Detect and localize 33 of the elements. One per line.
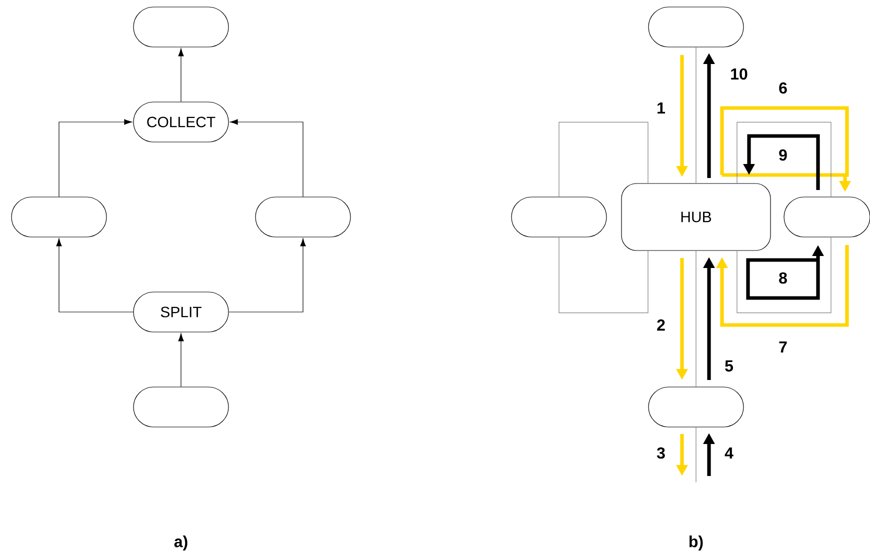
panel-label: a)	[174, 536, 188, 550]
step-number: 7	[779, 342, 787, 352]
empty-box	[648, 6, 744, 48]
empty-box	[784, 196, 870, 238]
empty-box	[11, 196, 107, 238]
empty-box	[133, 6, 229, 48]
step-number: 5	[725, 360, 734, 372]
step-number: 3	[656, 447, 665, 459]
empty-box	[648, 386, 744, 428]
connector	[58, 119, 132, 197]
step-number: 6	[779, 82, 787, 94]
connector	[230, 119, 304, 197]
connector	[178, 333, 184, 387]
step-number: 9	[779, 149, 787, 161]
step-number: 4	[724, 448, 734, 458]
empty-box	[255, 196, 351, 238]
step-number: 1	[658, 102, 665, 114]
process-box: HUB	[621, 183, 771, 251]
empty-box	[511, 196, 607, 238]
empty-box	[133, 386, 229, 428]
connector	[736, 237, 832, 314]
process-box: SPLIT	[133, 292, 229, 332]
step-number: 10	[731, 68, 748, 80]
connector	[558, 122, 648, 197]
connector	[558, 237, 648, 314]
connector	[56, 238, 134, 312]
step-number: 8	[779, 272, 787, 284]
connector	[178, 48, 184, 102]
connector	[228, 238, 306, 312]
connector	[736, 122, 832, 197]
step-number: 2	[657, 319, 665, 331]
process-box: COLLECT	[133, 102, 229, 142]
panel-label: b)	[690, 536, 703, 550]
